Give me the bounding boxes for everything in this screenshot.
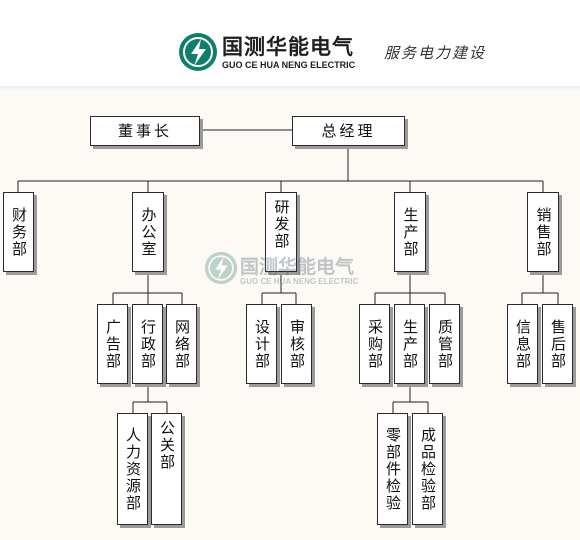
node-general-manager: 总经理 xyxy=(292,116,405,146)
node-production-sub: 生产部 xyxy=(394,304,425,384)
node-administration: 行政部 xyxy=(132,304,163,384)
node-parts-inspection: 零部件检验 xyxy=(377,413,408,525)
node-after-sales: 售后部 xyxy=(542,304,573,384)
node-procurement: 采购部 xyxy=(359,304,390,384)
node-production: 生产部 xyxy=(394,192,426,272)
node-rnd: 研发部 xyxy=(265,192,297,272)
node-advertising: 广告部 xyxy=(97,304,128,384)
node-product-inspection: 成品检验部 xyxy=(412,413,443,525)
brand-slogan: 服务电力建设 xyxy=(384,44,487,62)
node-pr: 公关部 xyxy=(151,413,182,525)
site-header xyxy=(0,0,580,87)
node-audit: 审核部 xyxy=(281,304,312,384)
node-hr: 人力资源部 xyxy=(117,413,148,525)
header-divider xyxy=(0,86,580,90)
node-finance: 财务部 xyxy=(3,192,34,272)
brand-name-en: GUO CE HUA NENG ELECTRIC xyxy=(222,60,356,70)
node-network: 网络部 xyxy=(166,304,197,384)
lightning-logo-icon xyxy=(179,33,217,71)
node-chairman: 董事长 xyxy=(90,116,200,146)
node-information: 信息部 xyxy=(507,304,538,384)
node-quality: 质管部 xyxy=(429,304,460,384)
watermark-name-cn: 国测华能电气 xyxy=(240,256,355,278)
node-office: 办公室 xyxy=(132,192,164,272)
node-sales: 销售部 xyxy=(527,192,559,272)
watermark-name-en: GUO CE HUA NENG ELECTRIC xyxy=(240,277,359,286)
node-design: 设计部 xyxy=(246,304,277,384)
brand-name-cn: 国测华能电气 xyxy=(222,35,354,59)
watermark-logo-icon xyxy=(204,251,238,285)
